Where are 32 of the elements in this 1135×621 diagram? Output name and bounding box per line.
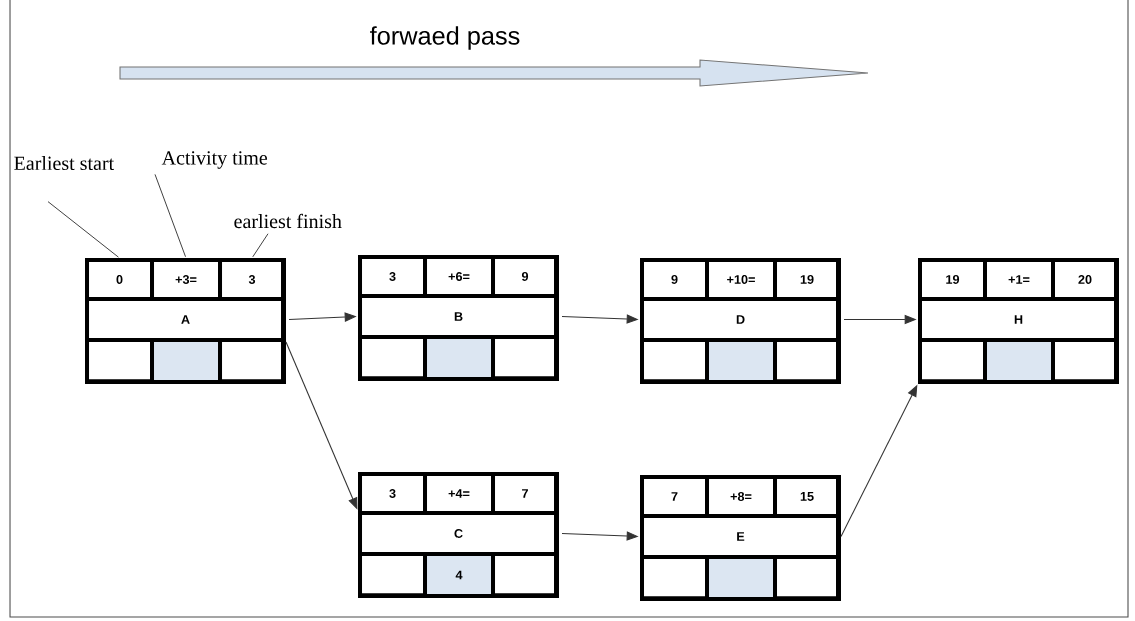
leader-line [47, 201, 119, 258]
cell: 7 [491, 472, 559, 515]
cell: +1= [983, 258, 1055, 301]
leader-line [154, 173, 186, 258]
cell [773, 555, 841, 601]
cell: 3 [358, 472, 427, 515]
cell: 19 [918, 258, 987, 301]
cell: 4 [423, 552, 495, 598]
cell: +3= [150, 258, 222, 301]
cell: 9 [491, 255, 559, 298]
cell: 3 [218, 258, 286, 301]
cell: +6= [423, 255, 495, 298]
cell: 7 [640, 475, 709, 518]
cell: +4= [423, 472, 495, 515]
cell: 0 [85, 258, 154, 301]
heading: forwaed pass [370, 26, 520, 50]
cell [773, 338, 841, 384]
cell: 20 [1051, 258, 1119, 301]
cell [218, 338, 286, 384]
cell: 9 [640, 258, 709, 301]
cell [491, 552, 559, 598]
cell [1051, 338, 1119, 384]
cell: 15 [773, 475, 841, 518]
cell: 19 [773, 258, 841, 301]
label-text: Earliest start [14, 155, 115, 171]
cell: +8= [705, 475, 777, 518]
label-text: earliest finish [234, 213, 342, 229]
label-text: Activity time [161, 151, 268, 169]
cell [491, 335, 559, 381]
cell: +10= [705, 258, 777, 301]
cell: 3 [358, 255, 427, 298]
leader-line [252, 233, 269, 258]
